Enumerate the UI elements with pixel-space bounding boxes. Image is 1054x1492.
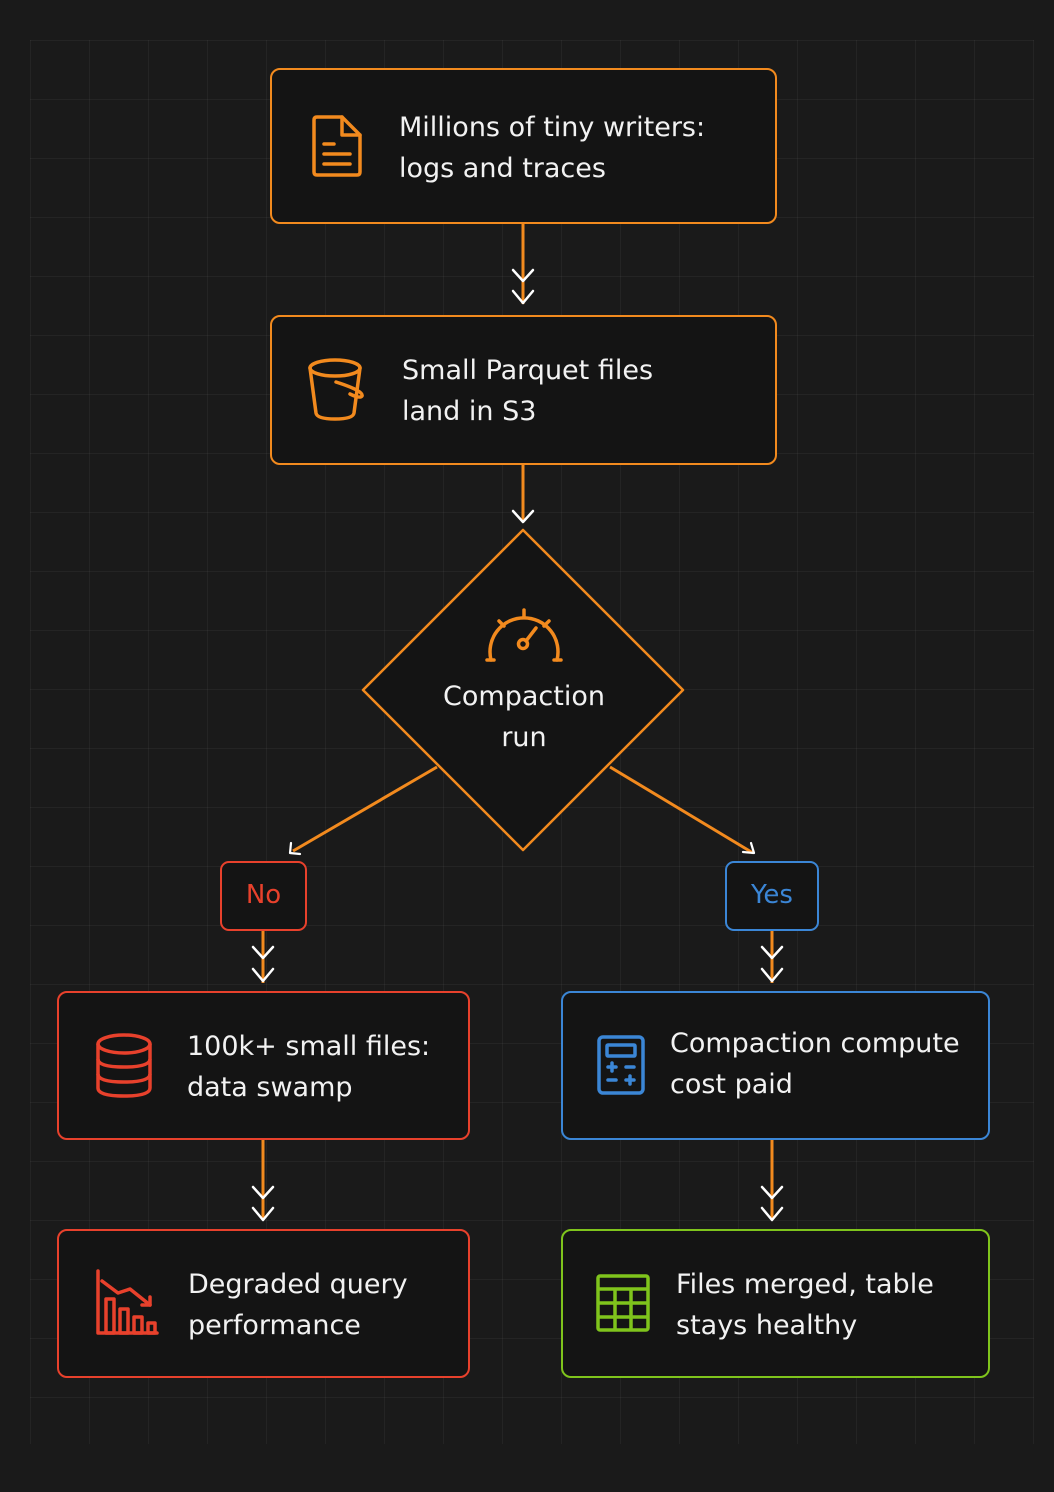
declining-chart-icon bbox=[94, 1269, 160, 1341]
arrow-no-to-swamp bbox=[251, 931, 275, 983]
arrow-compaction-to-yes bbox=[609, 765, 756, 855]
calculator-icon bbox=[596, 1034, 646, 1100]
node-compute: Compaction compute cost paid bbox=[561, 991, 990, 1140]
document-icon bbox=[310, 114, 366, 182]
arrow-writers-to-parquet bbox=[511, 224, 535, 305]
decision-diamond bbox=[361, 528, 685, 852]
arrow-yes-to-compute bbox=[760, 931, 784, 983]
arrow-swamp-to-degraded bbox=[251, 1140, 275, 1222]
branch-no-tag: No bbox=[220, 861, 307, 931]
bucket-icon bbox=[306, 357, 368, 427]
node-degraded: Degraded query performance bbox=[57, 1229, 470, 1378]
arrow-compute-to-healthy bbox=[760, 1140, 784, 1222]
node-writers-label: Millions of tiny writers: logs and trace… bbox=[399, 112, 706, 184]
node-swamp-label: 100k+ small files: data swamp bbox=[187, 1031, 431, 1103]
node-healthy-label: Files merged, table stays healthy bbox=[676, 1269, 934, 1341]
node-parquet-label: Small Parquet files land in S3 bbox=[402, 355, 654, 427]
node-compute-label: Compaction compute cost paid bbox=[670, 1028, 960, 1100]
gauge-icon bbox=[484, 604, 564, 666]
arrow-parquet-to-compaction bbox=[511, 465, 535, 524]
node-writers: Millions of tiny writers: logs and trace… bbox=[270, 68, 777, 224]
node-degraded-label: Degraded query performance bbox=[188, 1269, 408, 1341]
database-icon bbox=[94, 1033, 154, 1103]
node-parquet: Small Parquet files land in S3 bbox=[270, 315, 777, 465]
node-swamp: 100k+ small files: data swamp bbox=[57, 991, 470, 1140]
table-grid-icon bbox=[595, 1273, 651, 1337]
compaction-label: Compaction run bbox=[443, 681, 605, 753]
node-healthy: Files merged, table stays healthy bbox=[561, 1229, 990, 1378]
branch-yes-tag: Yes bbox=[725, 861, 819, 931]
arrow-compaction-to-no bbox=[288, 765, 438, 856]
